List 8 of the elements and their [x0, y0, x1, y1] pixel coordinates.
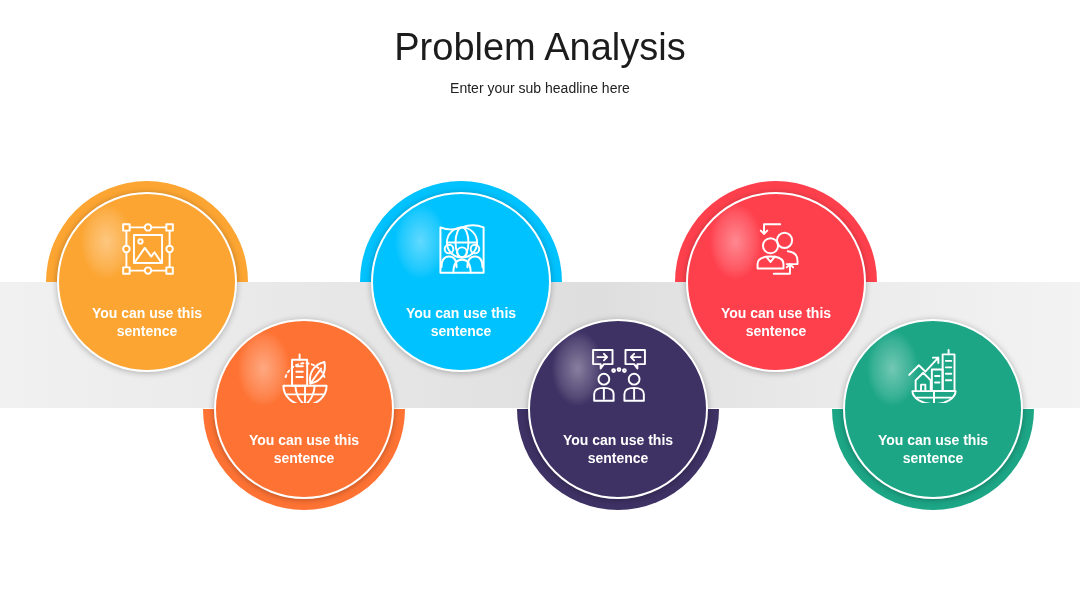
step-text: You can use this sentence: [404, 304, 518, 340]
step-text: You can use this sentence: [561, 431, 675, 467]
step-text: You can use this sentence: [247, 431, 361, 467]
title: Problem Analysis: [394, 25, 686, 70]
step-text: You can use this sentence: [90, 304, 204, 340]
step-text: You can use this sentence: [876, 431, 990, 467]
subtitle: Enter your sub headline here: [450, 79, 630, 97]
step-text: You can use this sentence: [719, 304, 833, 340]
